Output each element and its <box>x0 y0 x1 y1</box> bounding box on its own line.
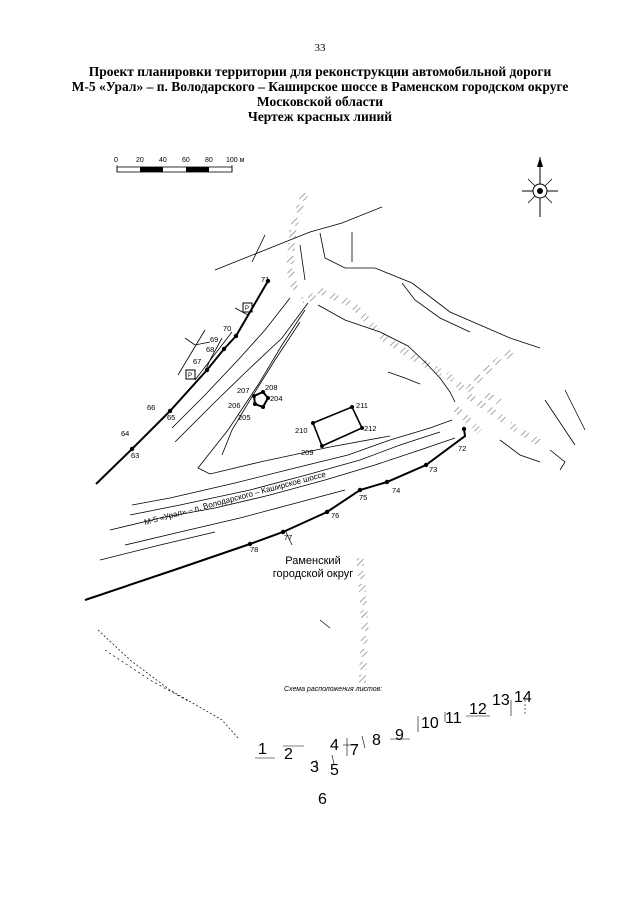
sheet-12: 12 <box>469 701 487 718</box>
document-title: Проект планировки территории для реконст… <box>20 64 620 124</box>
label-211: 211 <box>356 401 368 410</box>
sheet-7: 7 <box>350 742 359 759</box>
sheet-6: 6 <box>318 791 327 808</box>
region-label: Раменский городской округ <box>258 555 368 581</box>
lower-parcel-boundary <box>97 529 369 739</box>
road-lines <box>99 206 586 561</box>
label-74: 74 <box>392 486 400 495</box>
vertex-204 <box>266 396 270 400</box>
vertex-207 <box>252 394 256 398</box>
label-71: 71 <box>261 275 269 284</box>
scale-label-60: 60 <box>182 157 190 164</box>
label-212: 212 <box>364 424 377 433</box>
label-75: 75 <box>359 493 367 502</box>
label-208: 208 <box>265 383 278 392</box>
vertex-76 <box>324 509 330 515</box>
road-label: М-5 «Урал» – п. Володарского – Каширское… <box>143 470 327 527</box>
vertex-63 <box>129 446 135 452</box>
vertex-74 <box>384 479 390 485</box>
vertex-71 <box>265 278 271 284</box>
region-label-line-1: Раменский <box>285 555 341 567</box>
label-207: 207 <box>237 386 250 395</box>
page-number: 33 <box>314 42 326 54</box>
sheet-10: 10 <box>421 715 439 732</box>
sheet-14: 14 <box>514 689 532 706</box>
label-76: 76 <box>331 511 339 520</box>
scale-label-100: 100 м <box>226 157 245 164</box>
label-70: 70 <box>223 324 231 333</box>
vertex-205 <box>261 405 265 409</box>
title-line-1: Проект планировки территории для реконст… <box>88 64 552 79</box>
vertex-65 <box>167 408 173 414</box>
sheet-3: 3 <box>310 759 319 776</box>
sheet-5: 5 <box>330 762 339 779</box>
label-68: 68 <box>206 345 214 354</box>
label-67: 67 <box>193 357 201 366</box>
vertex-209 <box>320 444 324 448</box>
sheet-2: 2 <box>284 746 293 763</box>
vertex-212 <box>360 426 364 430</box>
label-204: 204 <box>270 394 283 403</box>
vertex-211 <box>350 405 354 409</box>
sheet-1: 1 <box>258 741 267 758</box>
sheet-4: 4 <box>330 737 339 754</box>
vertex-208 <box>261 390 265 394</box>
sheet-13: 13 <box>492 692 510 709</box>
north-arrow-icon <box>522 157 558 217</box>
vertex-210 <box>311 421 315 425</box>
red-line-lower <box>84 428 467 601</box>
vertex-73 <box>423 462 429 468</box>
label-72: 72 <box>458 444 466 453</box>
scale-label-40: 40 <box>159 157 167 164</box>
label-65: 65 <box>167 413 175 422</box>
vertex-69 <box>221 346 227 352</box>
label-73: 73 <box>429 465 437 474</box>
sheet-8: 8 <box>372 732 381 749</box>
label-210: 210 <box>295 426 308 435</box>
sheet-9: 9 <box>395 727 404 744</box>
label-209: 209 <box>301 448 314 457</box>
scale-label-20: 20 <box>136 157 144 164</box>
parcel-209-212 <box>311 405 364 448</box>
region-label-line-2: городской округ <box>272 568 354 580</box>
vertex-67 <box>204 367 210 373</box>
sheet-scheme-title: Схема расположения листов: <box>284 686 383 693</box>
building-markers: Р Р <box>185 302 253 380</box>
sheet-scheme-lines <box>255 700 526 771</box>
sheet-11: 11 <box>445 710 462 727</box>
svg-text:Р: Р <box>245 306 249 312</box>
vertex-75 <box>357 487 363 493</box>
label-69: 69 <box>210 335 218 344</box>
vertex-72 <box>461 426 467 432</box>
point-labels: 63 64 65 66 67 68 69 70 71 72 73 74 75 7… <box>121 275 466 554</box>
vertex-70 <box>233 333 239 339</box>
title-line-4: Чертеж красных линий <box>247 109 393 124</box>
scale-bar <box>116 165 233 173</box>
vertex-206 <box>253 402 257 406</box>
vertex-77 <box>280 529 286 535</box>
scale-label-80: 80 <box>205 157 213 164</box>
label-78: 78 <box>250 545 258 554</box>
label-206: 206 <box>228 401 241 410</box>
label-66: 66 <box>147 403 155 412</box>
vertex-78 <box>247 541 253 547</box>
svg-text:Р: Р <box>188 373 192 379</box>
label-64: 64 <box>121 429 129 438</box>
label-63: 63 <box>131 451 139 460</box>
title-line-2: М-5 «Урал» – п. Володарского – Каширское… <box>71 79 569 94</box>
vertex-points <box>129 278 467 547</box>
title-line-3: Московской области <box>256 94 384 109</box>
label-77: 77 <box>284 533 292 542</box>
label-205: 205 <box>238 413 251 422</box>
hatched-boundaries-upper <box>286 191 542 447</box>
scale-label-0: 0 <box>114 157 118 164</box>
